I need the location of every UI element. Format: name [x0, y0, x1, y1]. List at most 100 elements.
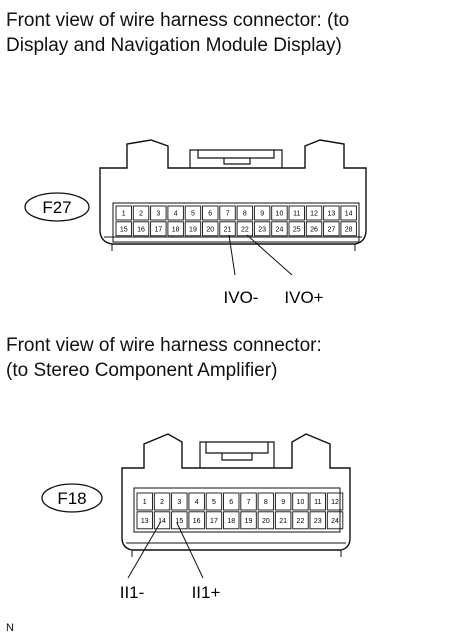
f18-pin-cell-16	[188, 511, 205, 530]
f27-pin-number-21: 21	[224, 226, 232, 233]
f18-pin-cell-6	[223, 492, 240, 511]
f27-pin-cell-28	[340, 221, 357, 237]
connector-f18-id-badge	[41, 483, 103, 513]
f18-pin-cell-14	[153, 511, 171, 530]
f27-pin-cell-18	[167, 221, 184, 237]
f18-pin-cell-7	[240, 492, 257, 511]
f27-pin-number-20: 20	[206, 226, 214, 233]
connector-f18-leader-ii1-minus	[127, 522, 161, 579]
caption-f18-line2: (to Stereo Component Amplifier)	[6, 360, 278, 381]
f27-pin-cell-21	[219, 221, 236, 237]
f18-pin-number-14: 14	[158, 518, 166, 525]
f18-pin-cell-2	[153, 492, 171, 511]
f27-pin-number-9: 9	[260, 211, 264, 218]
f18-pin-number-21: 21	[279, 518, 287, 525]
connector-f18-id: F18	[57, 489, 86, 508]
f18-pin-number-16: 16	[193, 518, 201, 525]
connector-f27-housing	[99, 139, 367, 245]
f27-pin-number-28: 28	[345, 226, 353, 233]
f18-pin-number-5: 5	[212, 499, 216, 506]
connector-f18-leader-ii1-plus	[176, 522, 204, 579]
f18-pin-cell-4	[188, 492, 205, 511]
connector-f27-id-badge	[24, 192, 90, 222]
f27-pin-cell-17	[150, 221, 167, 237]
f27-pin-cell-7	[219, 205, 236, 221]
f18-pin-number-24: 24	[331, 518, 339, 525]
f27-pin-cell-23	[253, 221, 271, 237]
f27-pin-number-24: 24	[276, 226, 284, 233]
f18-pin-cell-17	[205, 511, 223, 530]
caption-connector-f18: Front view of wire harness connector: (t…	[6, 333, 322, 383]
f18-pin-number-23: 23	[314, 518, 322, 525]
f18-pin-number-2: 2	[160, 499, 164, 506]
f27-pin-cell-14	[340, 205, 357, 221]
f18-pin-cell-5	[205, 492, 223, 511]
f27-pin-number-18: 18	[172, 226, 180, 233]
f27-pin-number-7: 7	[226, 211, 230, 218]
f18-pin-number-11: 11	[314, 499, 321, 506]
f18-pin-number-1: 1	[143, 499, 147, 506]
f18-pin-number-10: 10	[297, 499, 305, 506]
f18-pin-number-15: 15	[175, 518, 183, 525]
f18-pin-cell-22	[292, 511, 309, 530]
f18-pin-cell-9	[274, 492, 292, 511]
f27-pin-cell-25	[288, 221, 305, 237]
f18-pin-cell-24	[326, 511, 344, 530]
f27-pin-number-27: 27	[327, 226, 335, 233]
f27-pin-cell-2	[132, 205, 150, 221]
f27-pin-number-22: 22	[241, 226, 249, 233]
connector-f18-housing	[121, 433, 351, 551]
f18-pin-number-12: 12	[331, 499, 339, 506]
f27-pin-number-23: 23	[258, 226, 266, 233]
f27-pin-cell-6	[202, 205, 219, 221]
connector-f27-leader-ivo-plus	[246, 234, 293, 276]
f27-pin-cell-27	[323, 221, 340, 237]
f18-pin-cell-1	[136, 492, 153, 511]
f27-pin-number-16: 16	[137, 226, 145, 233]
f18-pin-cell-20	[257, 511, 275, 530]
f18-pin-cell-23	[309, 511, 326, 530]
f18-pin-number-4: 4	[195, 499, 199, 506]
f27-pin-cell-12	[305, 205, 323, 221]
f27-pin-number-15: 15	[120, 226, 128, 233]
f27-pin-cell-13	[323, 205, 340, 221]
connector-f27-pin-frame	[112, 202, 360, 243]
signal-label-ii1-plus: II1+	[192, 583, 221, 602]
f27-pin-number-13: 13	[327, 211, 335, 218]
f27-pin-cell-11	[288, 205, 305, 221]
f27-pin-number-25: 25	[293, 226, 301, 233]
f27-pin-cell-22	[236, 221, 254, 237]
f27-pin-cell-24	[271, 221, 288, 237]
f18-pin-number-17: 17	[210, 518, 218, 525]
f27-pin-number-14: 14	[345, 211, 353, 218]
caption-f27-line2: Display and Navigation Module Display)	[6, 35, 342, 56]
f18-pin-number-8: 8	[264, 499, 268, 506]
f18-pin-number-18: 18	[227, 518, 235, 525]
signal-label-ivo-plus: IVO+	[284, 288, 323, 307]
f27-pin-cell-15	[115, 221, 132, 237]
f27-pin-cell-3	[150, 205, 167, 221]
f27-pin-number-17: 17	[154, 226, 162, 233]
f18-pin-number-7: 7	[247, 499, 251, 506]
connector-f27-latch	[189, 149, 283, 168]
figure-code: N	[6, 622, 14, 634]
f27-pin-number-19: 19	[189, 226, 197, 233]
f27-pin-number-10: 10	[276, 211, 284, 218]
f27-pin-cell-26	[305, 221, 323, 237]
f18-pin-cell-8	[257, 492, 275, 511]
f18-pin-number-3: 3	[177, 499, 181, 506]
f27-pin-number-4: 4	[174, 211, 178, 218]
f27-pin-cell-8	[236, 205, 254, 221]
f27-pin-number-1: 1	[122, 211, 126, 218]
f18-pin-number-19: 19	[245, 518, 253, 525]
connector-f27-leader-ivo-minus	[228, 234, 236, 276]
f18-pin-cell-3	[171, 492, 188, 511]
f27-pin-cell-10	[271, 205, 288, 221]
f18-pin-number-6: 6	[229, 499, 233, 506]
f18-pin-cell-11	[309, 492, 326, 511]
f27-pin-cell-16	[132, 221, 150, 237]
f27-pin-cell-20	[202, 221, 219, 237]
f27-pin-number-2: 2	[139, 211, 143, 218]
